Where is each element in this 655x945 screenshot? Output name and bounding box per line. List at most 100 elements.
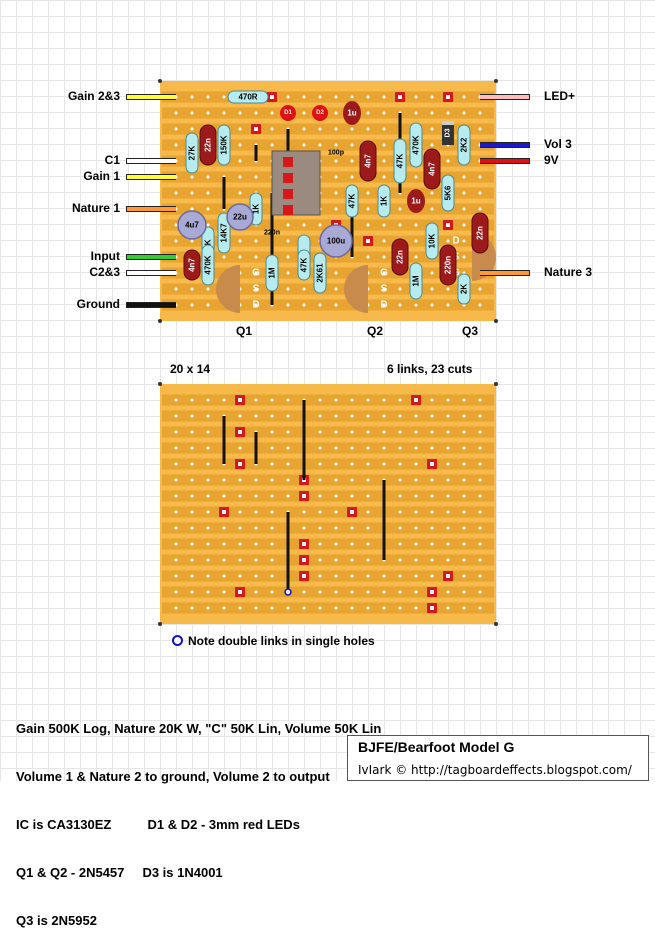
resistor [185, 132, 199, 174]
board-hole [318, 95, 322, 99]
board-hole [382, 223, 386, 227]
board-hole [350, 526, 354, 530]
board-body [160, 81, 496, 321]
board-hole [334, 95, 338, 99]
board-hole [350, 175, 354, 179]
board-hole [414, 510, 418, 514]
board-hole [206, 590, 210, 594]
board-hole [414, 494, 418, 498]
board-hole [190, 111, 194, 115]
track-cut-hole [270, 95, 274, 99]
resistor-value: 1K [252, 204, 261, 214]
track-cut-hole [398, 95, 402, 99]
connection-label: LED+ [544, 89, 576, 103]
board-hole [206, 446, 210, 450]
track-cut-hole [350, 510, 354, 514]
board-hole [398, 223, 402, 227]
board-hole [366, 542, 370, 546]
board-hole [334, 430, 338, 434]
board-hole [254, 414, 258, 418]
board-hole [270, 478, 274, 482]
board-hole [270, 462, 274, 466]
board-hole [366, 111, 370, 115]
track-cut-hole [222, 510, 226, 514]
diode-d3 [442, 121, 454, 145]
board-hole [414, 255, 418, 259]
board-hole [430, 398, 434, 402]
board-hole [446, 287, 450, 291]
double-link-marker [284, 588, 292, 596]
board-hole [414, 574, 418, 578]
board-hole [254, 606, 258, 610]
board-hole [286, 606, 290, 610]
board-hole [382, 143, 386, 147]
board-hole [174, 127, 178, 131]
board-hole [366, 207, 370, 211]
board-hole [238, 574, 242, 578]
board-hole [334, 287, 338, 291]
board-hole [254, 526, 258, 530]
note-line: Q3 is 2N5952 [16, 913, 97, 928]
board-hole [430, 414, 434, 418]
board-hole [430, 430, 434, 434]
diode-band [442, 121, 454, 125]
board-hole [414, 223, 418, 227]
board-hole [414, 175, 418, 179]
board-hole [334, 143, 338, 147]
track-cut-hole [446, 574, 450, 578]
corner-marker [494, 382, 498, 386]
board-hole [302, 590, 306, 594]
track-cut-hole [254, 127, 258, 131]
board-hole [334, 462, 338, 466]
board-hole [270, 606, 274, 610]
board-hole [238, 239, 242, 243]
resistor-value: 150K [220, 135, 229, 154]
diode-label: D3 [445, 128, 452, 137]
board-hole [174, 462, 178, 466]
board-hole [382, 287, 386, 291]
connection-label: Nature 3 [544, 265, 593, 279]
board-hole [398, 414, 402, 418]
board-hole [366, 255, 370, 259]
board-hole [446, 590, 450, 594]
board-hole [190, 542, 194, 546]
board-hole [414, 95, 418, 99]
board-hole [430, 510, 434, 514]
board-hole [318, 223, 322, 227]
board-hole [174, 574, 178, 578]
board-hole [238, 446, 242, 450]
board-hole [190, 207, 194, 211]
board-hole [206, 558, 210, 562]
resistor [297, 249, 311, 281]
connection-label: Gain 2&3 [67, 89, 120, 103]
board-hole [286, 446, 290, 450]
board-hole [206, 95, 210, 99]
board-hole [174, 414, 178, 418]
electrolytic-capacitor [177, 210, 207, 240]
board-hole [174, 239, 178, 243]
q3-label: Q3 [462, 324, 479, 338]
board-hole [190, 303, 194, 307]
board-hole [430, 494, 434, 498]
board-hole [238, 494, 242, 498]
resistor [201, 244, 215, 286]
board-hole [174, 526, 178, 530]
board-hole [350, 542, 354, 546]
board-hole [478, 494, 482, 498]
resistor-value: 470K [204, 255, 213, 274]
board-hole [462, 462, 466, 466]
board-hole [206, 414, 210, 418]
board-hole [334, 111, 338, 115]
board-hole [462, 175, 466, 179]
board-hole [334, 271, 338, 275]
board-hole [302, 510, 306, 514]
board-hole [446, 414, 450, 418]
board-hole [238, 255, 242, 259]
board-hole [398, 430, 402, 434]
board-hole [174, 111, 178, 115]
board-hole [318, 430, 322, 434]
board-hole [462, 191, 466, 195]
board-hole [414, 478, 418, 482]
board-hole [366, 494, 370, 498]
board-hole [350, 606, 354, 610]
